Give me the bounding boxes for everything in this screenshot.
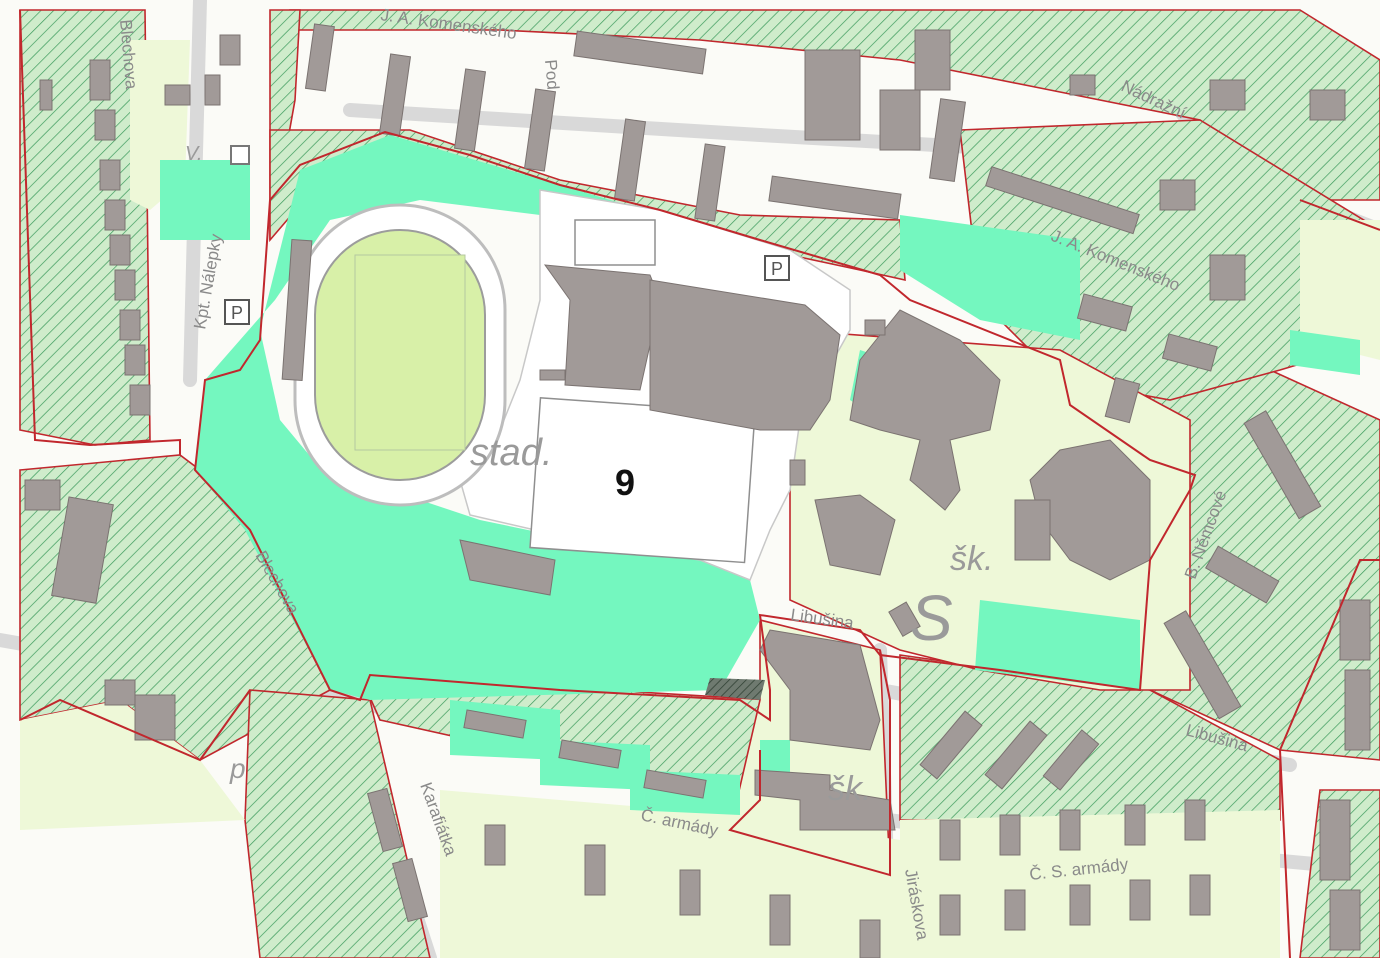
houses-right bbox=[919, 410, 1371, 951]
parking-sign-2: P bbox=[764, 255, 790, 281]
school-label-1: šk. bbox=[950, 540, 993, 578]
houses-top bbox=[304, 23, 1346, 424]
school-label-2: šk. bbox=[828, 770, 871, 808]
stadium-label: stad. bbox=[470, 432, 552, 474]
buildings bbox=[459, 264, 1151, 831]
hatched-greenery bbox=[19, 9, 1380, 958]
big-s-label: S bbox=[910, 582, 953, 654]
stadium bbox=[281, 203, 507, 507]
v-label: V. bbox=[185, 143, 202, 165]
zone-boundaries bbox=[19, 9, 1380, 958]
parking-sign-3 bbox=[230, 145, 250, 165]
parking-sign-1: P bbox=[224, 299, 250, 325]
p-label: p bbox=[229, 753, 246, 784]
street-pod: Pod bbox=[541, 59, 563, 91]
houses-bottom bbox=[366, 709, 1211, 958]
houses-left bbox=[24, 34, 241, 741]
svg-text:P: P bbox=[231, 303, 243, 323]
svg-text:P: P bbox=[771, 259, 783, 279]
dark-patch bbox=[705, 678, 765, 700]
zone-number-label: 9 bbox=[615, 462, 635, 503]
